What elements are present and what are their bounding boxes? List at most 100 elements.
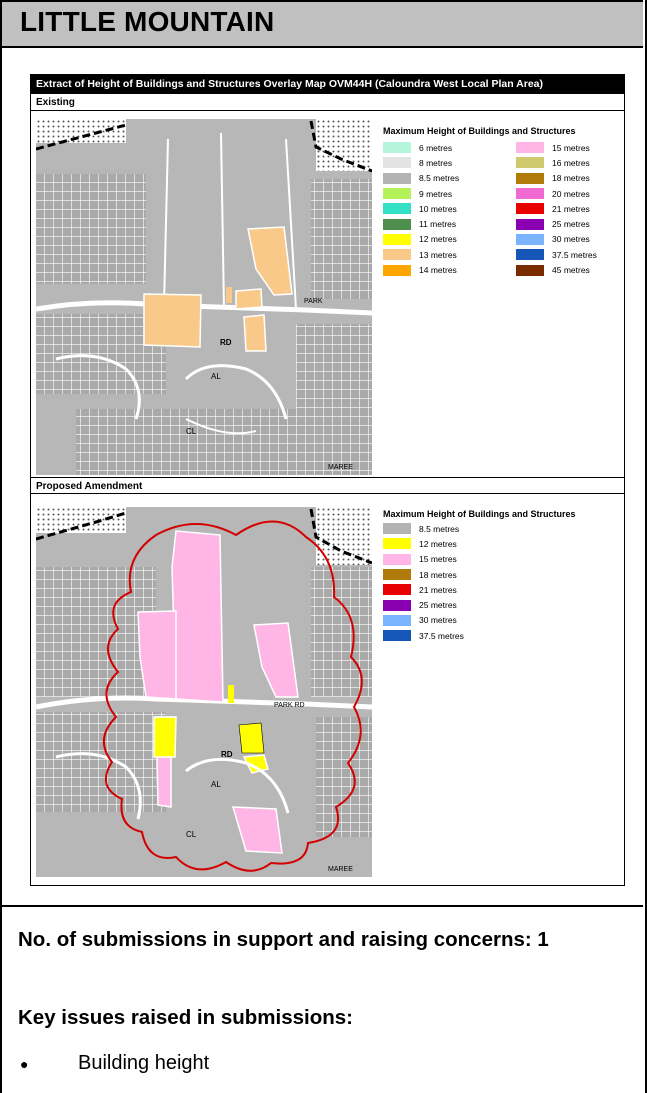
existing-label: Existing [31,94,624,111]
legend-item: 45 metres [516,262,616,277]
legend-label: 11 metres [419,219,457,230]
legend-label: 15 metres [419,554,457,565]
street-label: CL [186,427,197,436]
legend-item: 10 metres [383,201,516,216]
street-label: RD [220,338,232,347]
legend-label: 30 metres [419,615,457,626]
legend-swatch [516,172,544,184]
height-zone-13m [143,293,202,348]
legend-swatch [383,599,411,611]
map-extract-panel: Extract of Height of Buildings and Struc… [30,74,625,886]
street-label: AL [211,780,221,789]
height-zone-12m [238,722,265,754]
legend-swatch [383,233,411,245]
legend-item: 15 metres [383,552,576,567]
legend-item: 25 metres [383,597,576,612]
legend-label: 21 metres [419,584,457,595]
legend-swatch [383,142,411,154]
legend-swatch [383,188,411,200]
legend-swatch [516,264,544,276]
street-label: RD [221,750,233,759]
page-title: LITTLE MOUNTAIN [20,6,275,37]
legend-swatch [383,172,411,184]
legend-label: 18 metres [552,173,590,184]
legend-item: 20 metres [516,186,616,201]
legend-label: 12 metres [419,234,457,245]
street-label: MAREE [328,464,353,471]
legend-label: 6 metres [419,142,453,153]
legend-item: 18 metres [383,567,576,582]
legend-swatch [383,218,411,230]
legend-label: 13 metres [419,249,457,260]
legend-item: 8 metres [383,155,516,170]
legend-label: 18 metres [419,569,457,580]
issues-heading: Key issues raised in submissions: [18,1006,353,1029]
height-zone-15m [253,622,299,698]
boundary-line [36,123,127,151]
issues-list: ●Building height [20,1052,209,1075]
legend-label: 25 metres [552,219,590,230]
street-label: AL [211,372,221,381]
legend-swatch [383,264,411,276]
legend-label: 21 metres [552,203,590,214]
legend-title: Maximum Height of Buildings and Structur… [383,126,576,136]
legend-label: 37.5 metres [419,630,464,641]
legend-item: 13 metres [383,247,516,262]
legend-swatch [516,218,544,230]
legend-items: 6 metres 8 metres 8.5 metres 9 metres 10 met… [383,140,616,278]
legend-item: 16 metres [516,155,616,170]
legend-label: 30 metres [552,234,590,245]
legend-swatch [516,188,544,200]
existing-map: PARK RD AL CL MAREE [36,119,372,475]
height-zone-13m [243,314,267,352]
legend-item: 12 metres [383,232,516,247]
map-header: Extract of Height of Buildings and Struc… [31,75,624,94]
section-divider [2,905,643,907]
legend-item: 9 metres [383,186,516,201]
legend-label: 16 metres [552,157,590,168]
street-label: PARK [304,298,323,305]
legend-swatch [383,614,411,626]
legend-item: 21 metres [383,582,576,597]
legend-swatch [383,630,411,642]
issue-text: Building height [78,1052,210,1074]
legend-label: 8.5 metres [419,173,460,184]
legend-existing: Maximum Height of Buildings and Structur… [383,126,616,278]
legend-swatch [516,142,544,154]
boundary-line [309,120,372,173]
legend-label: 8.5 metres [419,523,460,534]
legend-item: 6 metres [383,140,516,155]
title-bar: LITTLE MOUNTAIN [2,0,643,48]
legend-item: 15 metres [516,140,616,155]
legend-label: 15 metres [552,142,590,153]
legend-title: Maximum Height of Buildings and Structur… [383,509,576,519]
legend-swatch [383,203,411,215]
legend-swatch [383,584,411,596]
street-label: PARK RD [274,702,305,709]
legend-swatch [516,233,544,245]
legend-item: 8.5 metres [383,171,516,186]
legend-swatch [383,523,411,535]
legend-item: 37.5 metres [383,628,576,643]
legend-item: 21 metres [516,201,616,216]
submission-count: No. of submissions in support and raisin… [18,928,549,951]
street-label: CL [186,830,197,839]
height-zone-15m [171,530,224,703]
list-item: ●Building height [20,1052,209,1075]
legend-label: 9 metres [419,188,453,199]
legend-proposed: Maximum Height of Buildings and Structur… [383,509,576,643]
proposed-map: PARK RD RD AL CL MAREE [36,507,372,877]
legend-label: 10 metres [419,203,457,214]
legend-item: 30 metres [516,232,616,247]
legend-label: 25 metres [419,600,457,611]
height-zone-15m [137,610,177,700]
height-zone-12m [242,754,269,774]
height-zone-13m [235,288,263,310]
legend-swatch [516,249,544,261]
legend-item: 37.5 metres [516,247,616,262]
legend-item: 25 metres [516,216,616,231]
proposed-label: Proposed Amendment [31,477,624,494]
legend-swatch [383,538,411,550]
